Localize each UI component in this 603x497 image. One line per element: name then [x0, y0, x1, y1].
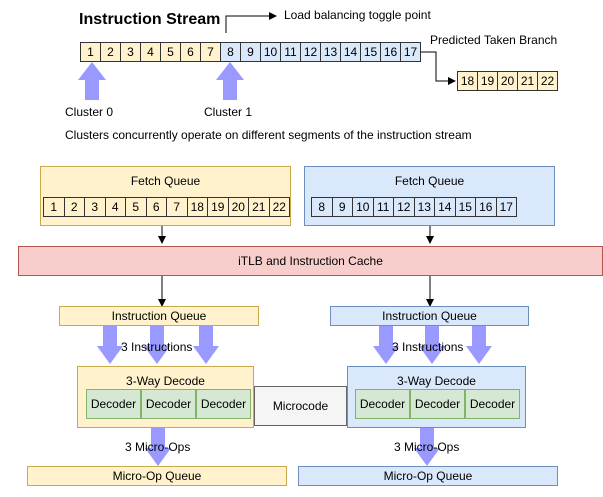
itlb-label: iTLB and Instruction Cache: [238, 254, 383, 268]
left-uop-arrow: [145, 428, 171, 466]
left-fetch-cell: 2: [63, 197, 85, 217]
right-instr-arrow-3: [466, 326, 492, 364]
stream-cluster1-cell: 10: [260, 42, 281, 62]
stream-cluster1-cell: 16: [380, 42, 401, 62]
left-uops-label: 3 Micro-Ops: [125, 440, 191, 454]
left-instr-arrow-3: [193, 326, 219, 364]
left-instruction-queue: Instruction Queue: [59, 306, 259, 326]
left-fetch-cell: 21: [248, 197, 270, 217]
cluster1-label: Cluster 1: [204, 105, 253, 119]
stream-cluster0-cell: 7: [200, 42, 221, 62]
stream-cluster1-cell: 17: [400, 42, 421, 62]
right-fetch-cell: 15: [454, 197, 476, 217]
stream-cluster1-cell: 8: [220, 42, 241, 62]
left-fetch-cell: 18: [186, 197, 208, 217]
stream-caption: Clusters concurrently operate on differe…: [65, 128, 472, 142]
left-decoder-2: Decoder: [141, 389, 196, 419]
cluster0-pointer-arrow: [78, 62, 106, 100]
right-fetch-cell: 13: [413, 197, 435, 217]
right-fetch-title: Fetch Queue: [394, 174, 465, 188]
right-decoder-1: Decoder: [355, 389, 410, 419]
right-fetch-queue: Fetch Queue: [304, 166, 555, 226]
right-uop-queue-label: Micro-Op Queue: [383, 469, 473, 483]
right-decoder-3-label: Decoder: [469, 397, 516, 411]
left-iq-label: Instruction Queue: [111, 309, 207, 323]
branch-cell: 19: [477, 71, 498, 91]
right-fetch-cell: 12: [393, 197, 415, 217]
stream-cluster0-cell: 6: [180, 42, 201, 62]
predicted-branch-label: Predicted Taken Branch: [430, 33, 558, 47]
left-decoder-2-label: Decoder: [145, 397, 192, 411]
cluster1-pointer-arrow: [216, 62, 244, 100]
left-fetch-cell: 4: [104, 197, 126, 217]
left-fetch-title: Fetch Queue: [130, 174, 201, 188]
left-fetch-cell: 1: [43, 197, 65, 217]
stream-cluster0-cell: 4: [140, 42, 161, 62]
left-fetch-cell: 6: [145, 197, 167, 217]
left-decoder-1-label: Decoder: [90, 397, 137, 411]
branch-connector: [419, 51, 456, 85]
right-fetch-cell: 14: [434, 197, 456, 217]
toggle-point-label: Load balancing toggle point: [284, 8, 431, 22]
right-decoder-3: Decoder: [465, 389, 520, 419]
right-decoder-2: Decoder: [410, 389, 465, 419]
stream-cluster1-cell: 12: [300, 42, 321, 62]
stream-cluster0-cell: 1: [80, 42, 101, 62]
left-instr-arrow-1: [97, 326, 123, 364]
left-fetch-cell: 7: [166, 197, 188, 217]
right-uops-label: 3 Micro-Ops: [394, 440, 460, 454]
right-microop-queue: Micro-Op Queue: [298, 466, 558, 486]
cluster0-label: Cluster 0: [65, 105, 114, 119]
stream-cluster1-cell: 9: [240, 42, 261, 62]
right-fetch-cell: 8: [311, 197, 333, 217]
left-decode-title: 3-Way Decode: [126, 374, 205, 388]
left-fetch-cell: 20: [227, 197, 249, 217]
left-fetch-cell: 22: [268, 197, 290, 217]
branch-cell: 20: [497, 71, 518, 91]
stream-cluster1-cell: 14: [340, 42, 361, 62]
right-instruction-queue: Instruction Queue: [330, 306, 529, 326]
right-instructions-label: 3 Instructions: [392, 340, 464, 354]
left-instr-arrow-2: [144, 326, 170, 364]
stream-title: Instruction Stream: [79, 11, 221, 28]
branch-cell: 18: [457, 71, 478, 91]
left-instructions-label: 3 Instructions: [121, 340, 193, 354]
right-fetch-cell: 16: [475, 197, 497, 217]
left-uop-queue-label: Micro-Op Queue: [112, 469, 202, 483]
right-decoder-1-label: Decoder: [359, 397, 406, 411]
branch-cell: 21: [517, 71, 538, 91]
left-decoder-3-label: Decoder: [200, 397, 247, 411]
left-microop-queue: Micro-Op Queue: [27, 466, 287, 486]
left-fetch-cell: 3: [84, 197, 106, 217]
left-decoder-1: Decoder: [86, 389, 141, 419]
microcode-label: Microcode: [272, 399, 329, 413]
right-fetch-cell: 17: [495, 197, 517, 217]
toggle-connector: [225, 12, 277, 33]
stream-cluster0-cell: 2: [100, 42, 121, 62]
stream-cluster1-cell: 13: [320, 42, 341, 62]
right-fetch-cell: 11: [372, 197, 394, 217]
left-fetch-cell: 19: [207, 197, 229, 217]
right-uop-arrow: [414, 428, 440, 466]
stream-cluster0-cell: 3: [120, 42, 141, 62]
right-instr-arrow-1: [373, 326, 399, 364]
stream-cluster1-cell: 11: [280, 42, 301, 62]
left-decoder-3: Decoder: [196, 389, 251, 419]
right-instr-arrow-2: [419, 326, 445, 364]
right-fetch-cell: 9: [331, 197, 353, 217]
left-fetch-cell: 5: [125, 197, 147, 217]
stream-cluster1-cell: 15: [360, 42, 381, 62]
right-decode-title: 3-Way Decode: [397, 374, 476, 388]
stream-cluster0-cell: 5: [160, 42, 181, 62]
right-decoder-2-label: Decoder: [414, 397, 461, 411]
right-fetch-cell: 10: [352, 197, 374, 217]
branch-cell: 22: [537, 71, 558, 91]
right-iq-label: Instruction Queue: [382, 309, 477, 323]
left-fetch-queue: Fetch Queue: [40, 166, 291, 226]
itlb-cache: iTLB and Instruction Cache: [18, 246, 603, 276]
microcode-block: Microcode: [254, 386, 347, 426]
